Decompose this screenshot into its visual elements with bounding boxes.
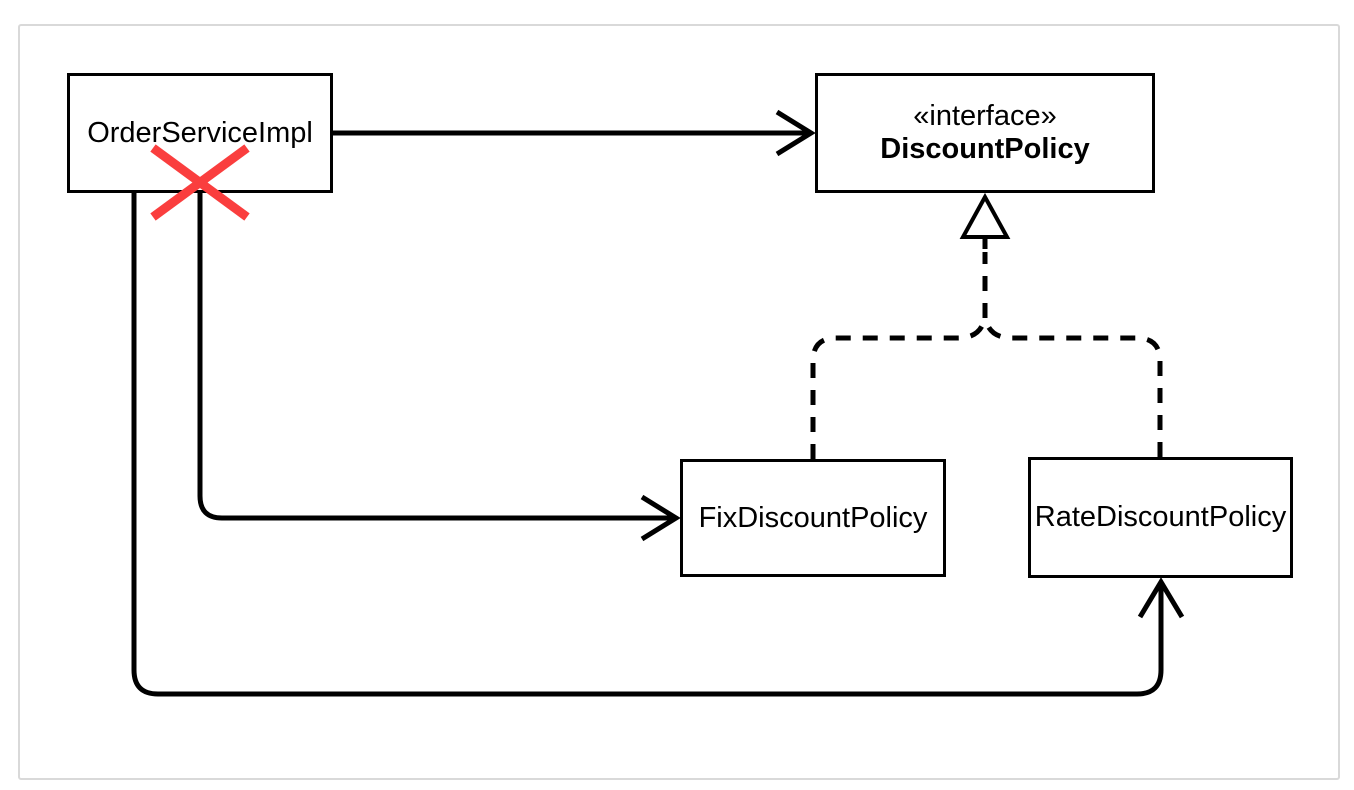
uml-class-box-fixdiscountpolicy: FixDiscountPolicy [680, 459, 946, 577]
uml-class-box-ratediscountpolicy: RateDiscountPolicy [1028, 457, 1293, 578]
uml-interface-box-discountpolicy: «interface» DiscountPolicy [815, 73, 1155, 193]
uml-class-box-orderserviceimpl: OrderServiceImpl [67, 73, 333, 193]
stereotype-label: «interface» [913, 100, 1057, 132]
class-label: OrderServiceImpl [87, 116, 313, 149]
class-label: RateDiscountPolicy [1034, 501, 1287, 533]
class-label: FixDiscountPolicy [698, 501, 928, 534]
interface-label: DiscountPolicy [880, 133, 1090, 165]
